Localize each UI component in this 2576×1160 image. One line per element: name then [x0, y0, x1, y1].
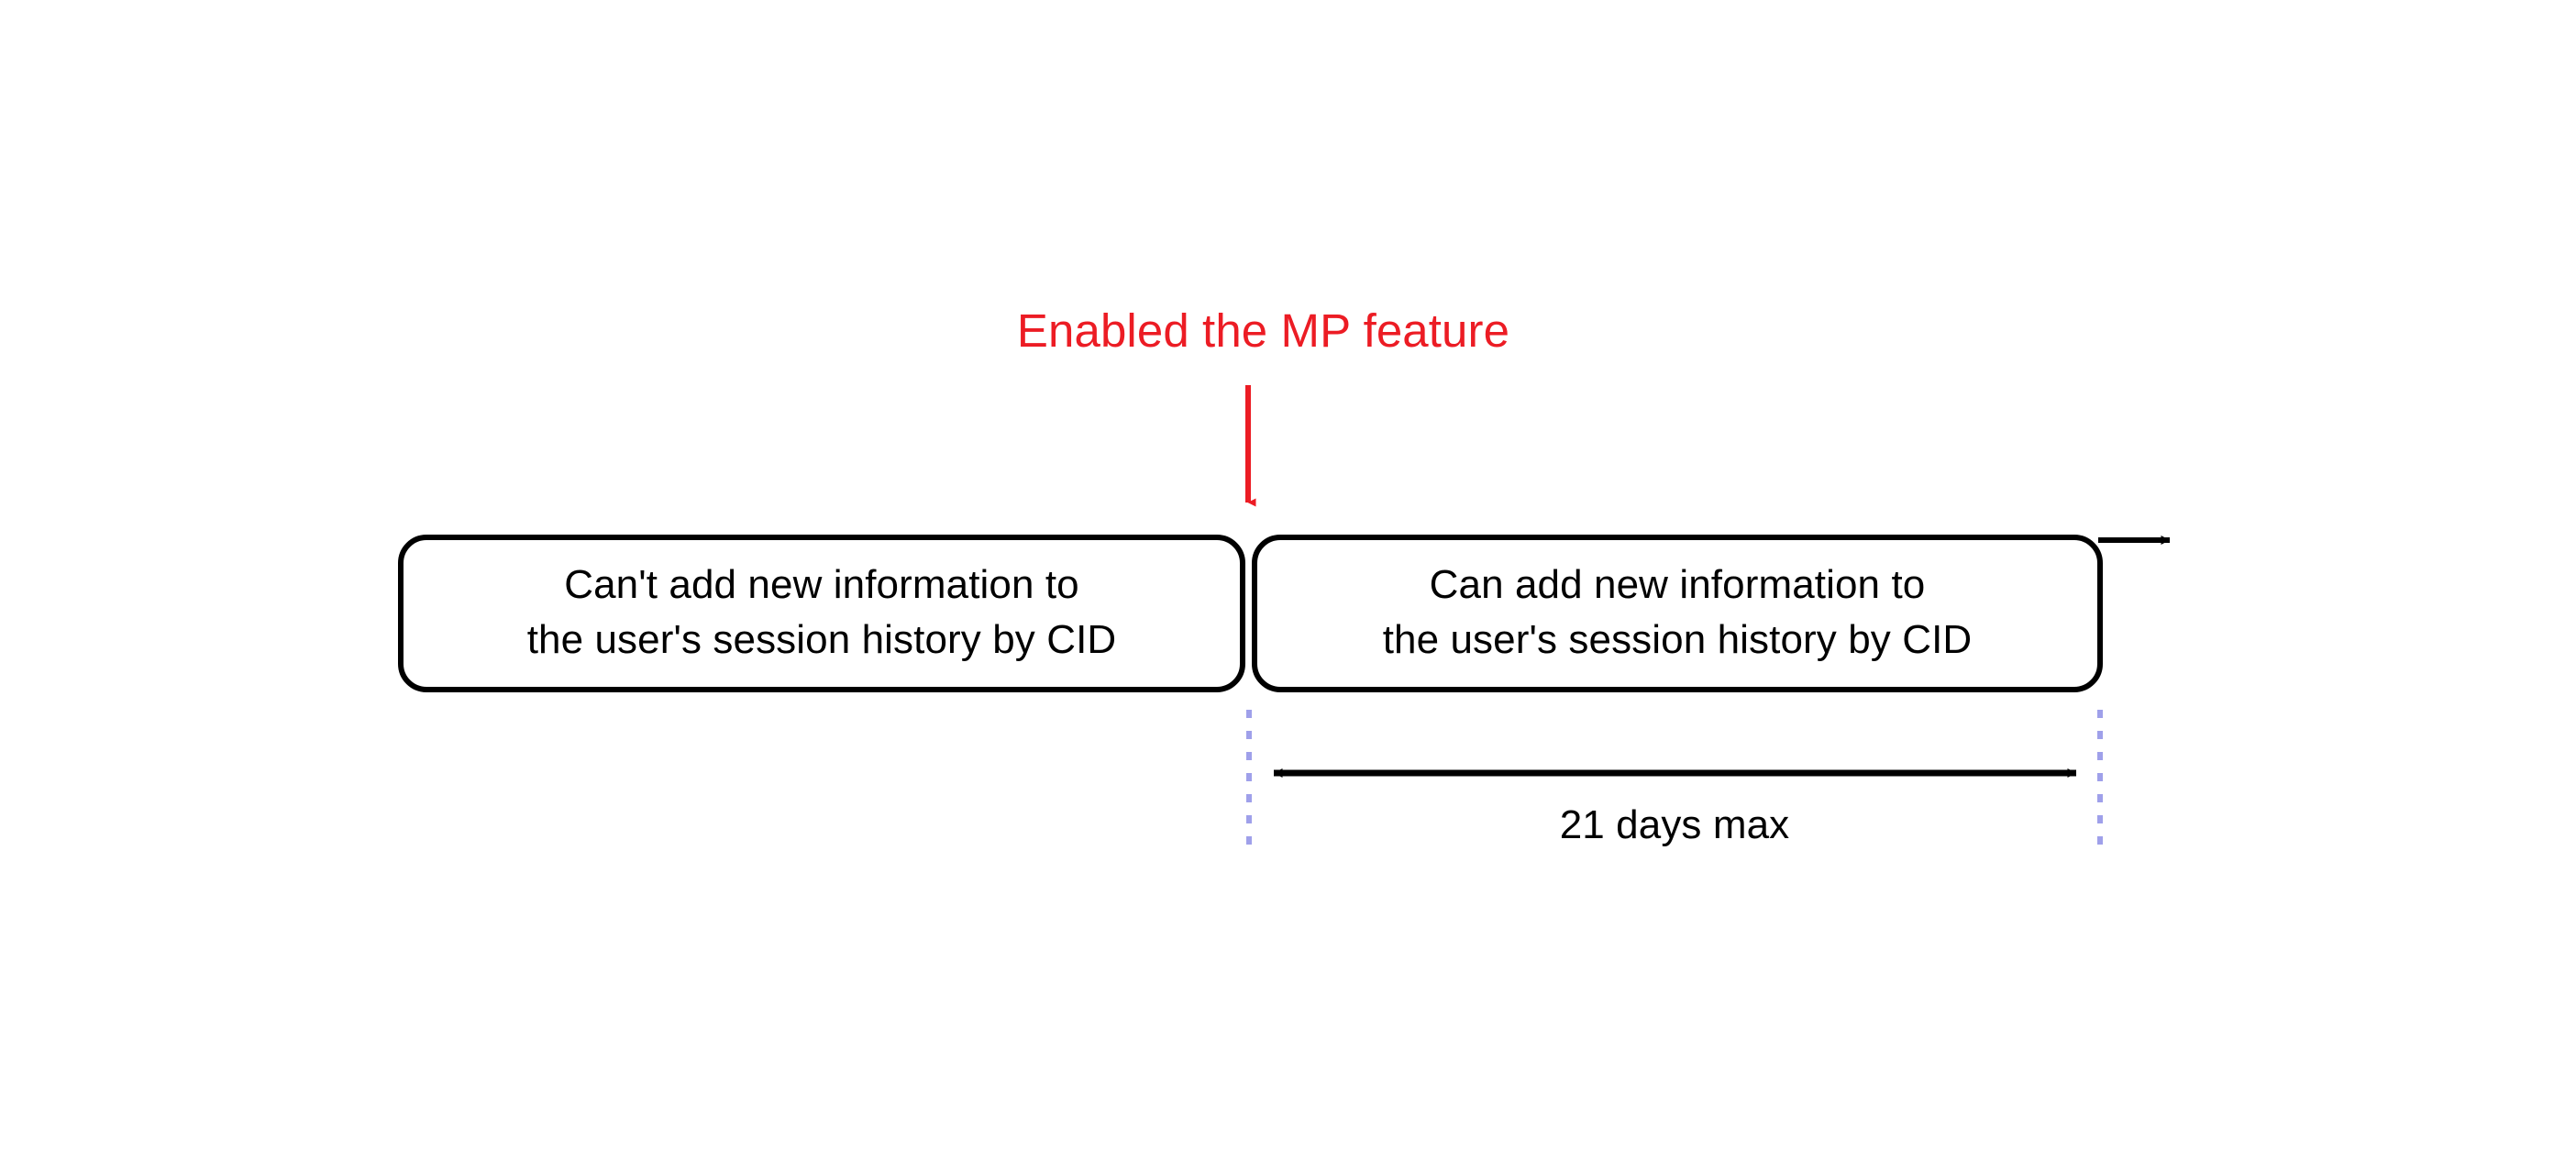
event-annotation-label: Enabled the MP feature — [1016, 304, 1510, 357]
phase-before-text: Can't add new information to the user's … — [401, 558, 1243, 668]
phase-after-text: Can add new information to the user's se… — [1255, 558, 2100, 668]
duration-label: 21 days max — [1559, 802, 1790, 847]
phase-before-line-2: the user's session history by CID — [526, 617, 1117, 662]
phase-after-line-1: Can add new information to — [1429, 562, 1926, 607]
phase-box-after — [1252, 535, 2103, 692]
phase-box-before — [398, 535, 1245, 692]
phase-after-line-2: the user's session history by CID — [1382, 617, 1973, 662]
phase-before-line-1: Can't add new information to — [564, 562, 1079, 607]
